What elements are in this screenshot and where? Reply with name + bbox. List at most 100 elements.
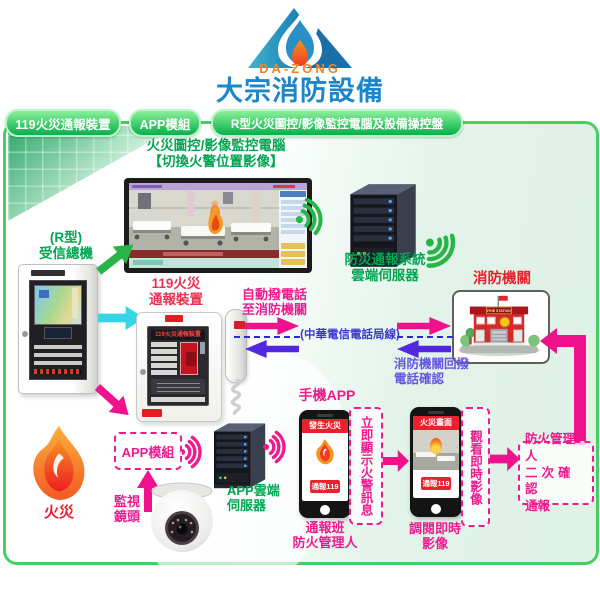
dazong-logo-icon: [248, 6, 352, 70]
arrow-right-magenta-icon: [245, 317, 299, 335]
handset-label: [234, 321, 245, 329]
device119-screen-title: 119火災通報裝置: [151, 330, 205, 340]
monitor-title-line1: 火災圖控/影像監控電腦: [146, 138, 286, 153]
cabinet-vent: [31, 270, 65, 276]
fire-station-icon: FIRE STATION: [452, 290, 550, 364]
phone-icon: 發生火災 通報119: [299, 410, 351, 518]
arrow-right-magenta-icon: [488, 447, 520, 471]
telco-dashed-line: [397, 336, 453, 338]
fire-label: 火災: [43, 504, 74, 521]
pill-app-module: APP模組: [129, 109, 201, 137]
cabinet-leds: [34, 369, 82, 374]
arrow-elbow-magenta-icon: [540, 324, 590, 448]
device119-top-tag: [165, 315, 183, 322]
wifi-icon: [288, 189, 339, 244]
company-name: 大宗消防設備: [216, 76, 384, 106]
device119-side-button: [199, 342, 205, 354]
cabinet-screen: [34, 285, 82, 325]
autodial-line2: 至消防機關: [242, 302, 308, 318]
phone2-caption-line1: 調閱即時: [408, 521, 461, 536]
pill-119-device: 119火災通報裝置: [5, 109, 121, 137]
phone2-caption: 調閱即時 影像: [400, 521, 470, 552]
phone2-banner: 火災畫面: [413, 416, 459, 430]
confirm-report-box: 防火管理人 二次確認 通報: [518, 432, 594, 513]
camera-label-line2: 鏡頭: [113, 509, 140, 525]
arrow-left-blue-icon: [397, 340, 451, 358]
phone-home-button[interactable]: [431, 504, 441, 514]
phone2-caption-line2: 影像: [421, 536, 448, 552]
device119-label-line2: 通報裝置: [149, 291, 203, 307]
telco-dashed-line: [234, 336, 300, 338]
phone-icon: 火災畫面 通報119: [410, 407, 462, 517]
phone-home-button[interactable]: [320, 505, 330, 515]
device119-instructions: [151, 379, 205, 394]
watch-video-box: 觀看即時影像: [461, 407, 490, 527]
arrow-up-magenta-icon: [135, 470, 161, 512]
fire-dept-label: 消防機關: [473, 271, 531, 287]
cabinet-display: [44, 327, 72, 339]
handset-body: [225, 309, 247, 383]
device119-label: 119火災 通報裝置: [138, 276, 214, 308]
handset-cord: [230, 379, 242, 415]
phone1-banner: 發生火災: [302, 419, 348, 433]
receiver-label: (R型) 受信總機: [22, 230, 110, 262]
pill-rtype-system: R型火災圖控/影像監控電腦及設備操控盤: [211, 109, 463, 137]
monitor-title-line2: 【切換火警位置影像】: [148, 153, 284, 169]
brand-text: DA-ZONG: [259, 61, 341, 76]
confirm-line3: 通報: [525, 499, 551, 514]
device119-bottom-tag: [142, 409, 162, 417]
app-cloud-label: APP雲端 伺服器: [227, 483, 307, 514]
autodial-line1: 自動撥電話: [242, 287, 308, 302]
cloud-server-label: 防災通報系統 雲端伺服器: [333, 252, 437, 284]
confirm-line1: 防火管理人: [525, 431, 576, 463]
flame-icon: [316, 439, 334, 465]
callback-label: 消防機關回撥 電話確認: [394, 357, 486, 387]
arrow-up-right-green-icon: [92, 236, 140, 280]
arrow-left-blue-icon: [245, 340, 299, 358]
camera-label: 監視 鏡頭: [108, 494, 146, 525]
cabinet-lock: [22, 331, 28, 337]
cabinet-panel: [29, 280, 87, 380]
arrow-down-right-magenta-icon: [90, 379, 136, 423]
fire-station-sign: FIRE STATION: [487, 309, 511, 313]
device119-emergency-button: [180, 342, 198, 375]
phone1-caption-line1: 通報班: [305, 520, 345, 535]
device119-panel: 119火災通報裝置: [147, 326, 209, 406]
autodial-label: 自動撥電話 至消防機關: [242, 287, 318, 318]
app-cloud-line1: APP雲端: [227, 483, 280, 498]
device119-lock: [140, 369, 146, 375]
app-module-box: APP模組: [114, 432, 182, 470]
wifi-icon: [410, 220, 474, 285]
telco-label: (中華電信電話局線): [300, 329, 400, 341]
camera-label-line1: 監視: [113, 494, 140, 509]
arrow-right-cyan-icon: [98, 306, 144, 330]
phone-speaker: [428, 411, 444, 414]
receiver-label-line1: (R型): [49, 230, 83, 245]
device119-icon: 119火災通報裝置: [136, 312, 222, 422]
monitor-title: 火災圖控/影像監控電腦 【切換火警位置影像】: [118, 138, 314, 170]
bed-shape: [437, 456, 455, 461]
cabinet-screen-sidebar: [72, 288, 78, 318]
receiver-cabinet-icon: [18, 264, 98, 394]
live-video-thumbnail: [413, 430, 459, 470]
wifi-icon: [261, 427, 295, 467]
phone-speaker: [317, 414, 333, 417]
report-119-button[interactable]: 通報119: [310, 480, 340, 493]
phone1-caption-line2: 防火管理人: [292, 535, 358, 551]
server-icon: [340, 180, 422, 274]
notify-message-box: 立即顯示火警訊息: [349, 407, 383, 525]
cloud-label-line1: 防災通報系統: [344, 252, 426, 267]
dome-camera-icon: [146, 480, 218, 556]
device119-label-strip: [151, 397, 205, 402]
callback-line2: 電話確認: [394, 371, 445, 386]
report-119-button[interactable]: 通報119: [421, 477, 451, 490]
app-cloud-line2: 伺服器: [227, 498, 267, 514]
cabinet-screen-graphic: [39, 290, 49, 298]
arrow-right-magenta-icon: [381, 450, 409, 472]
confirm-line2: 二次確認: [525, 465, 575, 497]
callback-line1: 消防機關回撥: [394, 357, 470, 371]
flame-icon: [26, 424, 92, 504]
arrow-right-magenta-icon: [397, 317, 451, 335]
phone1-caption: 通報班 防火管理人: [286, 520, 364, 551]
phone1-screen: 發生火災 通報119: [302, 419, 348, 501]
